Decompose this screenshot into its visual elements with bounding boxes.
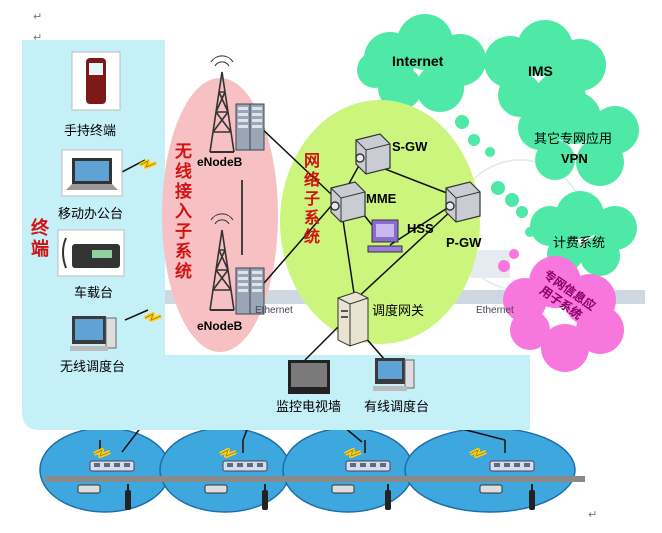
cloud-bubbles <box>455 115 535 237</box>
cloud-info-apps <box>498 249 624 372</box>
hss-computer-icon <box>367 219 403 253</box>
node-label-dispatch-gateway: 调度网关 <box>372 303 425 318</box>
device-label-wired-dispatch: 有线调度台 <box>364 399 430 414</box>
background-label-ethernet-2: Ethernet <box>476 305 514 316</box>
cloud-label-private-apps: 其它专网应用 <box>534 131 613 146</box>
cloud-label-ims: IMS <box>528 63 553 79</box>
terminal-group-title: 终端 <box>29 218 49 260</box>
paragraph-mark: ↵ <box>33 11 43 23</box>
device-label-vehicle-radio: 车载台 <box>74 285 114 300</box>
cloud-label-vpn: VPN <box>561 151 588 166</box>
mobile-phone-icon <box>71 51 121 111</box>
node-label-pgw: P-GW <box>446 235 482 250</box>
device-label-video-wall: 监控电视墙 <box>276 399 342 414</box>
radio-access-title: 无线接入子系统 <box>172 142 191 282</box>
paragraph-mark: ↵ <box>588 509 598 521</box>
wired-dispatch-computer-icon <box>373 358 415 391</box>
dispatch-gateway-server-icon <box>337 291 369 347</box>
paragraph-mark: ↵ <box>33 32 43 44</box>
enodeb-label-top: eNodeB <box>197 155 243 169</box>
laptop-icon <box>61 149 123 197</box>
node-label-hss: HSS <box>407 221 434 236</box>
cell-sites <box>77 440 535 510</box>
device-label-handheld: 手持终端 <box>64 123 117 138</box>
cloud-billing <box>530 191 637 276</box>
computer-icon <box>70 316 117 351</box>
cloud-label-billing: 计费系统 <box>553 235 606 250</box>
device-label-wireless-dispatch: 无线调度台 <box>60 359 126 374</box>
external-clouds <box>357 14 639 372</box>
mme-router-icon <box>330 181 366 223</box>
background-label-ethernet: Ethernet <box>255 305 293 316</box>
node-label-mme: MME <box>366 191 397 206</box>
radio-icon <box>57 229 125 277</box>
cloud-internet <box>357 14 486 112</box>
terminal-panel <box>22 40 530 430</box>
pgw-router-icon <box>445 181 481 223</box>
sgw-router-icon <box>355 133 391 175</box>
node-label-sgw: S-GW <box>392 139 428 154</box>
enodeb-label-bottom: eNodeB <box>197 319 243 333</box>
cloud-private-apps <box>518 92 639 186</box>
device-label-mobile-office: 移动办公台 <box>58 206 124 221</box>
core-network-title: 网络子系统 <box>301 152 318 247</box>
video-wall-icon <box>288 360 330 394</box>
cloud-label-internet: Internet <box>392 53 444 69</box>
